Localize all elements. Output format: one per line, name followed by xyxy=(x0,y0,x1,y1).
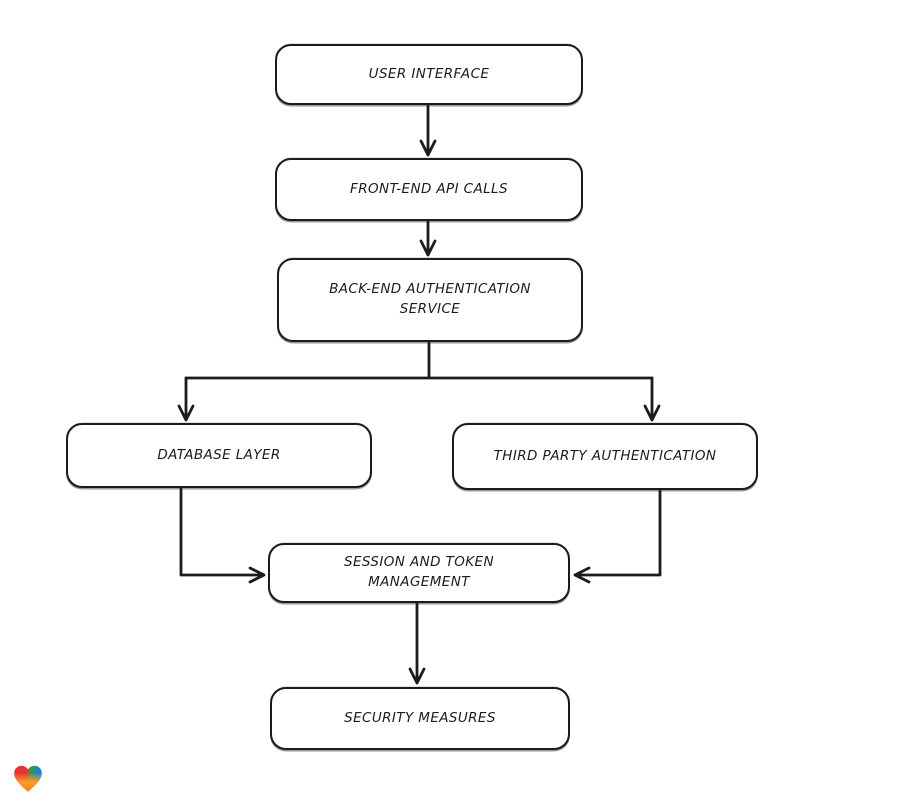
connector-thirdparty-to-session xyxy=(573,489,662,584)
node-security-measures[interactable]: SECURITY MEASURES xyxy=(270,687,570,750)
node-label: FRONT-END API CALLS xyxy=(350,180,508,197)
gradient-heart-logo-icon[interactable] xyxy=(11,762,45,796)
connector-backend-branch xyxy=(177,341,661,422)
connector-database-to-session xyxy=(179,487,266,584)
node-label: USER INTERFACE xyxy=(368,65,490,82)
node-label: DATABASE LAYER xyxy=(157,446,281,463)
connector-frontend-to-backend xyxy=(419,220,437,257)
node-third-party-auth[interactable]: THIRD PARTY AUTHENTICATION xyxy=(452,423,758,490)
connector-session-to-security xyxy=(408,602,426,685)
node-database-layer[interactable]: DATABASE LAYER xyxy=(66,423,372,488)
node-session-token-mgmt[interactable]: SESSION AND TOKEN MANAGEMENT xyxy=(268,543,570,603)
node-back-end-auth-service[interactable]: BACK-END AUTHENTICATION SERVICE xyxy=(277,258,583,342)
connector-ui-to-frontend xyxy=(419,104,437,157)
node-label: THIRD PARTY AUTHENTICATION xyxy=(493,447,717,464)
node-label: SESSION AND TOKEN MANAGEMENT xyxy=(344,554,494,590)
node-user-interface[interactable]: USER INTERFACE xyxy=(275,44,583,105)
node-label: SECURITY MEASURES xyxy=(344,709,496,726)
node-label: BACK-END AUTHENTICATION SERVICE xyxy=(329,281,531,317)
node-front-end-api-calls[interactable]: FRONT-END API CALLS xyxy=(275,158,583,221)
